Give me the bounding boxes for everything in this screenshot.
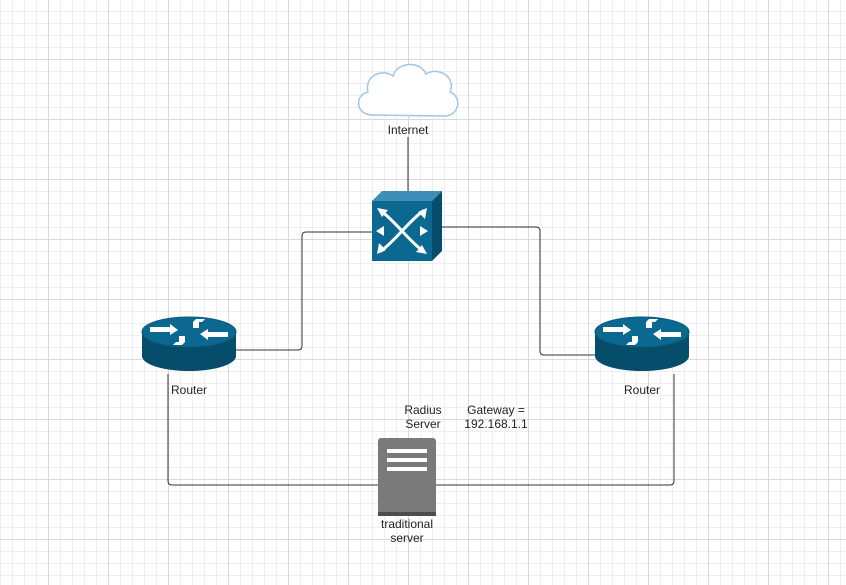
server-label: traditional server	[367, 517, 447, 545]
router-left-icon[interactable]	[141, 316, 237, 371]
link-server-router-right	[436, 374, 675, 486]
switch-icon[interactable]	[372, 191, 442, 261]
radius-server-label-line1: Radius	[404, 403, 442, 417]
internet-label: Internet	[387, 123, 429, 137]
router-right-label: Router	[623, 383, 661, 397]
gateway-label-line2: 192.168.1.1	[464, 417, 528, 431]
gateway-label: Gateway = 192.168.1.1	[456, 403, 536, 431]
link-router-left-server	[167, 374, 378, 486]
link-switch-router-left	[235, 231, 372, 351]
gateway-label-line1: Gateway =	[467, 403, 525, 417]
server-tower-icon[interactable]	[378, 438, 436, 516]
internet-cloud-icon[interactable]	[358, 63, 459, 117]
radius-server-label: Radius Server	[393, 403, 453, 431]
server-label-line2: server	[390, 531, 424, 545]
radius-server-label-line2: Server	[405, 417, 441, 431]
router-left-label: Router	[170, 383, 208, 397]
router-right-icon[interactable]	[594, 316, 690, 371]
link-switch-router-right	[442, 226, 596, 356]
server-label-line1: traditional	[380, 517, 434, 531]
